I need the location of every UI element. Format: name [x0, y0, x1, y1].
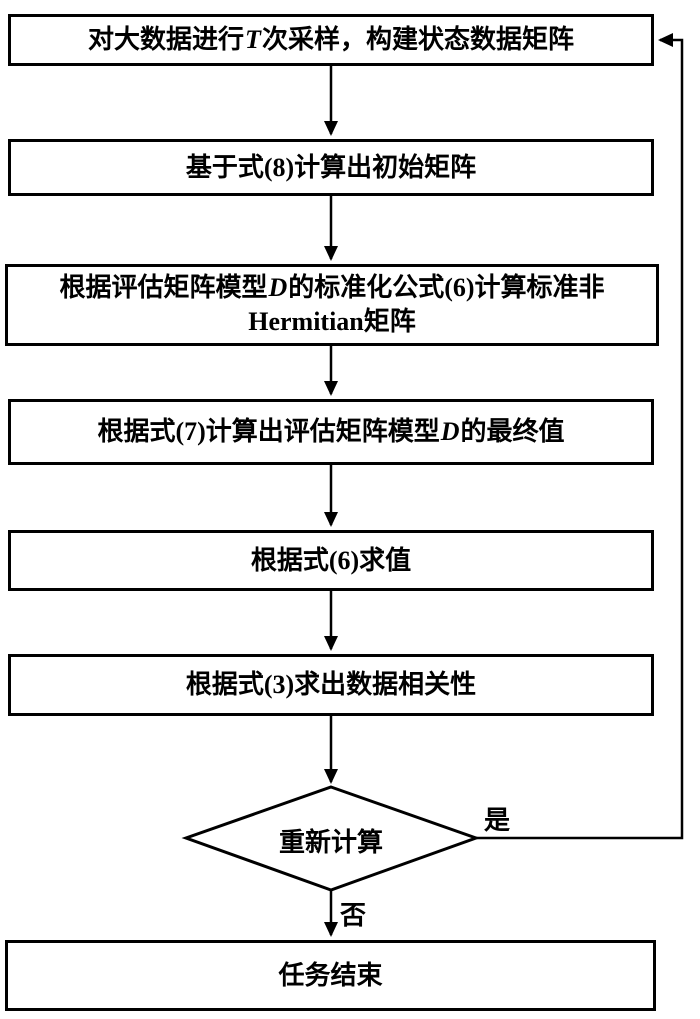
- node-evaluate: 根据式(6)求值: [8, 530, 654, 591]
- node-evaluate-label: 根据式(6)求值: [250, 545, 412, 575]
- node-standardize-label-line2: Hermitian矩阵: [248, 307, 416, 336]
- node-final-value-variable-D: D: [440, 417, 460, 447]
- node-correlation-label: 根据式(3)求出数据相关性: [185, 670, 477, 700]
- branch-label-yes: 是: [484, 806, 511, 835]
- node-standardize-text-pre: 根据评估矩阵模型: [59, 273, 268, 303]
- node-standardize-variable-D: D: [268, 273, 288, 303]
- node-final-value-label: 根据式(7)计算出评估矩阵模型D的最终值: [97, 415, 564, 449]
- node-final-value-text-pre: 根据式(7)计算出评估矩阵模型: [97, 417, 440, 447]
- node-sample-data-text-pre: 对大数据进行: [88, 25, 245, 55]
- node-final-value: 根据式(7)计算出评估矩阵模型D的最终值: [8, 399, 654, 465]
- branch-label-no: 否: [340, 901, 367, 930]
- node-initial-matrix: 基于式(8)计算出初始矩阵: [8, 139, 654, 196]
- node-sample-data-label: 对大数据进行T次采样，构建状态数据矩阵: [88, 23, 574, 57]
- node-correlation: 根据式(3)求出数据相关性: [8, 654, 654, 716]
- node-sample-data-variable-T: T: [245, 25, 261, 55]
- node-end-label: 任务结束: [278, 960, 383, 990]
- node-standardize-label-line1: 根据评估矩阵模型D的标准化公式(6)计算标准非: [59, 271, 604, 305]
- node-final-value-text-post: 的最终值: [460, 417, 565, 447]
- node-standardize: 根据评估矩阵模型D的标准化公式(6)计算标准非 Hermitian矩阵: [5, 264, 659, 346]
- node-sample-data-text-post: 次采样，构建状态数据矩阵: [261, 25, 574, 55]
- node-end: 任务结束: [5, 940, 656, 1011]
- node-decision-label: 重新计算: [278, 828, 383, 857]
- node-initial-matrix-label: 基于式(8)计算出初始矩阵: [185, 152, 477, 182]
- node-sample-data: 对大数据进行T次采样，构建状态数据矩阵: [8, 14, 654, 66]
- node-standardize-text-post: 的标准化公式(6)计算标准非: [288, 273, 605, 303]
